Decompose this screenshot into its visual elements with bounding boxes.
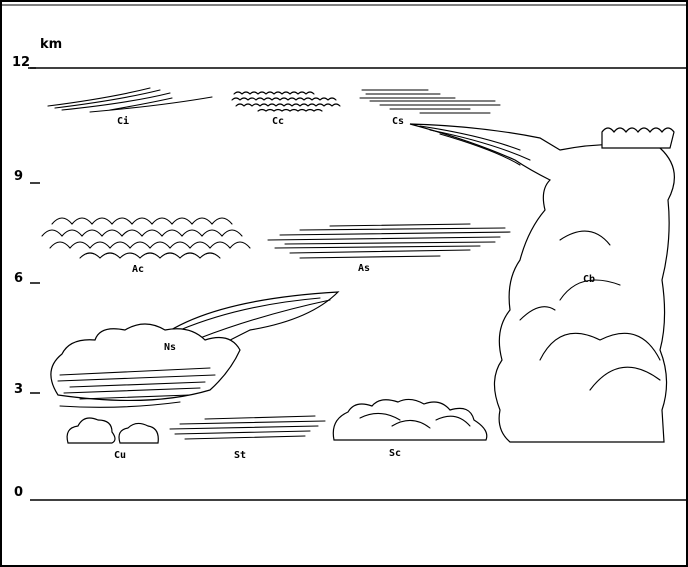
axis-unit-label: km xyxy=(40,37,62,52)
cumulonimbus-cloud: Cb xyxy=(410,124,674,442)
stratocumulus-cloud: Sc xyxy=(333,399,487,459)
tick-label-9: 9 xyxy=(14,169,23,184)
tick-label-0: 0 xyxy=(14,485,23,500)
cirrocumulus-cloud: Cc xyxy=(232,92,340,127)
cloud-label-as: As xyxy=(358,263,370,274)
y-axis: km 12 9 6 3 0 xyxy=(12,37,62,500)
altocumulus-cloud: Ac xyxy=(42,218,250,275)
cloud-label-cc: Cc xyxy=(272,116,284,127)
tick-label-12: 12 xyxy=(12,55,30,70)
cloud-label-cb: Cb xyxy=(583,274,595,285)
cloud-label-cs: Cs xyxy=(392,116,404,127)
cloud-label-st: St xyxy=(234,450,246,461)
cirrostratus-cloud: Cs xyxy=(360,90,500,127)
altostratus-cloud: As xyxy=(268,224,510,274)
cloud-label-sc: Sc xyxy=(389,448,401,459)
cloud-label-cu: Cu xyxy=(114,450,126,461)
tick-label-3: 3 xyxy=(14,382,23,397)
cloud-label-ns: Ns xyxy=(164,342,176,353)
cloud-label-ci: Ci xyxy=(117,115,129,127)
tick-label-6: 6 xyxy=(14,271,23,286)
stratus-cloud: St xyxy=(170,416,325,461)
cloud-label-ac: Ac xyxy=(132,264,144,275)
nimbostratus-cloud: Ns xyxy=(51,292,338,407)
cirrus-cloud: Ci xyxy=(48,88,212,127)
cumulus-cloud: Cu xyxy=(67,418,158,461)
